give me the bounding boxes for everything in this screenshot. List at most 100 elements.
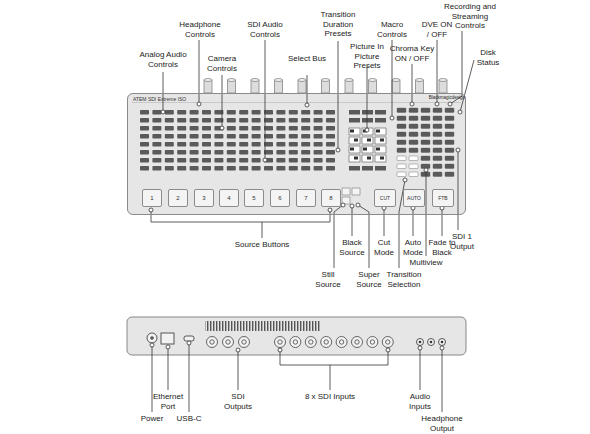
device-detail — [301, 150, 310, 155]
device-detail — [264, 166, 273, 171]
callout-dot — [456, 148, 460, 152]
device-detail — [152, 158, 161, 163]
device-detail — [445, 116, 454, 121]
callout-dot — [166, 345, 170, 349]
callout-label: Source Buttons — [222, 240, 302, 250]
top-bnc-connectors — [204, 79, 447, 94]
callout-dot — [365, 128, 369, 132]
device-detail — [165, 118, 174, 123]
device-detail — [314, 110, 323, 115]
device-detail — [367, 139, 371, 142]
device-detail — [326, 150, 335, 155]
device-detail — [301, 142, 310, 147]
device-detail — [227, 150, 236, 155]
device-detail — [177, 126, 186, 131]
device-detail — [349, 146, 360, 153]
device-detail — [445, 164, 454, 169]
device-detail — [152, 134, 161, 139]
leader-line — [412, 64, 413, 104]
callout-label: Transition Duration Presets — [315, 10, 361, 39]
device-detail — [397, 148, 406, 153]
device-detail — [301, 134, 310, 139]
device-detail — [314, 166, 323, 171]
device-detail — [409, 124, 418, 129]
callout-dot — [350, 204, 354, 208]
device-detail — [375, 155, 386, 162]
device-detail — [419, 341, 422, 344]
callout-dot — [424, 168, 428, 172]
callout-label: Picture In Picture Presets — [345, 42, 389, 71]
device-detail — [152, 166, 161, 171]
device-detail — [349, 110, 360, 115]
device-detail — [165, 166, 174, 171]
panel-button: 5 — [244, 189, 264, 207]
device-detail — [392, 79, 400, 82]
device-detail — [445, 140, 454, 145]
device-detail — [252, 134, 261, 139]
leader-line — [442, 348, 443, 412]
device-detail — [227, 158, 236, 163]
callout-label: Ethernet Port — [148, 392, 188, 411]
leader-line — [189, 343, 190, 412]
button-label: 7 — [304, 195, 307, 201]
device-detail — [152, 110, 161, 115]
device-detail — [202, 126, 211, 131]
device-detail — [140, 158, 149, 163]
device-detail — [289, 134, 298, 139]
device-detail — [177, 142, 186, 147]
callout-dot — [150, 343, 154, 347]
device-detail — [289, 150, 298, 155]
device-detail — [349, 128, 360, 135]
device-detail — [397, 140, 406, 145]
callout-label: Auto Mode — [398, 238, 428, 257]
callout-dot — [390, 116, 394, 120]
device-detail — [326, 110, 335, 115]
device-detail — [152, 118, 161, 123]
device-detail — [227, 110, 236, 115]
device-detail — [177, 158, 186, 163]
device-detail — [227, 126, 236, 131]
callout-label: SDI Outputs — [218, 392, 258, 411]
rear-ports — [147, 333, 446, 348]
callout-dot — [435, 102, 439, 106]
leader-line — [384, 208, 385, 236]
front-panel: ATEM SDI Extreme ISO12345678CUTAUTOFTB — [127, 93, 466, 215]
device-detail — [152, 126, 161, 131]
device-detail — [177, 110, 186, 115]
device-detail — [278, 340, 282, 344]
device-detail — [349, 166, 360, 171]
device-detail — [421, 156, 430, 161]
device-detail — [369, 79, 377, 82]
device-detail — [314, 158, 323, 163]
device-detail — [376, 148, 380, 151]
device-detail — [214, 142, 223, 147]
callout-dot — [161, 110, 165, 114]
callout-label: Select Bus — [287, 54, 327, 64]
device-detail — [324, 340, 328, 344]
device-detail — [301, 158, 310, 163]
device-detail — [314, 142, 323, 147]
device-detail — [177, 166, 186, 171]
leader-line — [352, 206, 353, 236]
panel-button: 3 — [194, 189, 214, 207]
device-detail — [362, 128, 373, 135]
device-detail — [239, 150, 248, 155]
device-detail — [445, 108, 454, 113]
callout-dot — [341, 203, 345, 207]
device-detail — [251, 80, 259, 93]
device-detail — [326, 126, 335, 131]
callout-label: USB-C — [174, 414, 204, 424]
device-detail — [298, 79, 306, 82]
device-detail — [207, 337, 218, 348]
leader-line — [152, 345, 153, 412]
device-detail — [289, 158, 298, 163]
callout-dot — [386, 348, 390, 352]
device-detail — [239, 142, 248, 147]
leader-line — [199, 40, 200, 104]
callout-label: Disk Status — [471, 48, 505, 67]
device-detail — [433, 140, 442, 145]
device-detail — [428, 339, 435, 346]
device-detail — [362, 166, 373, 171]
device-detail — [433, 132, 442, 137]
device-detail — [214, 126, 223, 131]
